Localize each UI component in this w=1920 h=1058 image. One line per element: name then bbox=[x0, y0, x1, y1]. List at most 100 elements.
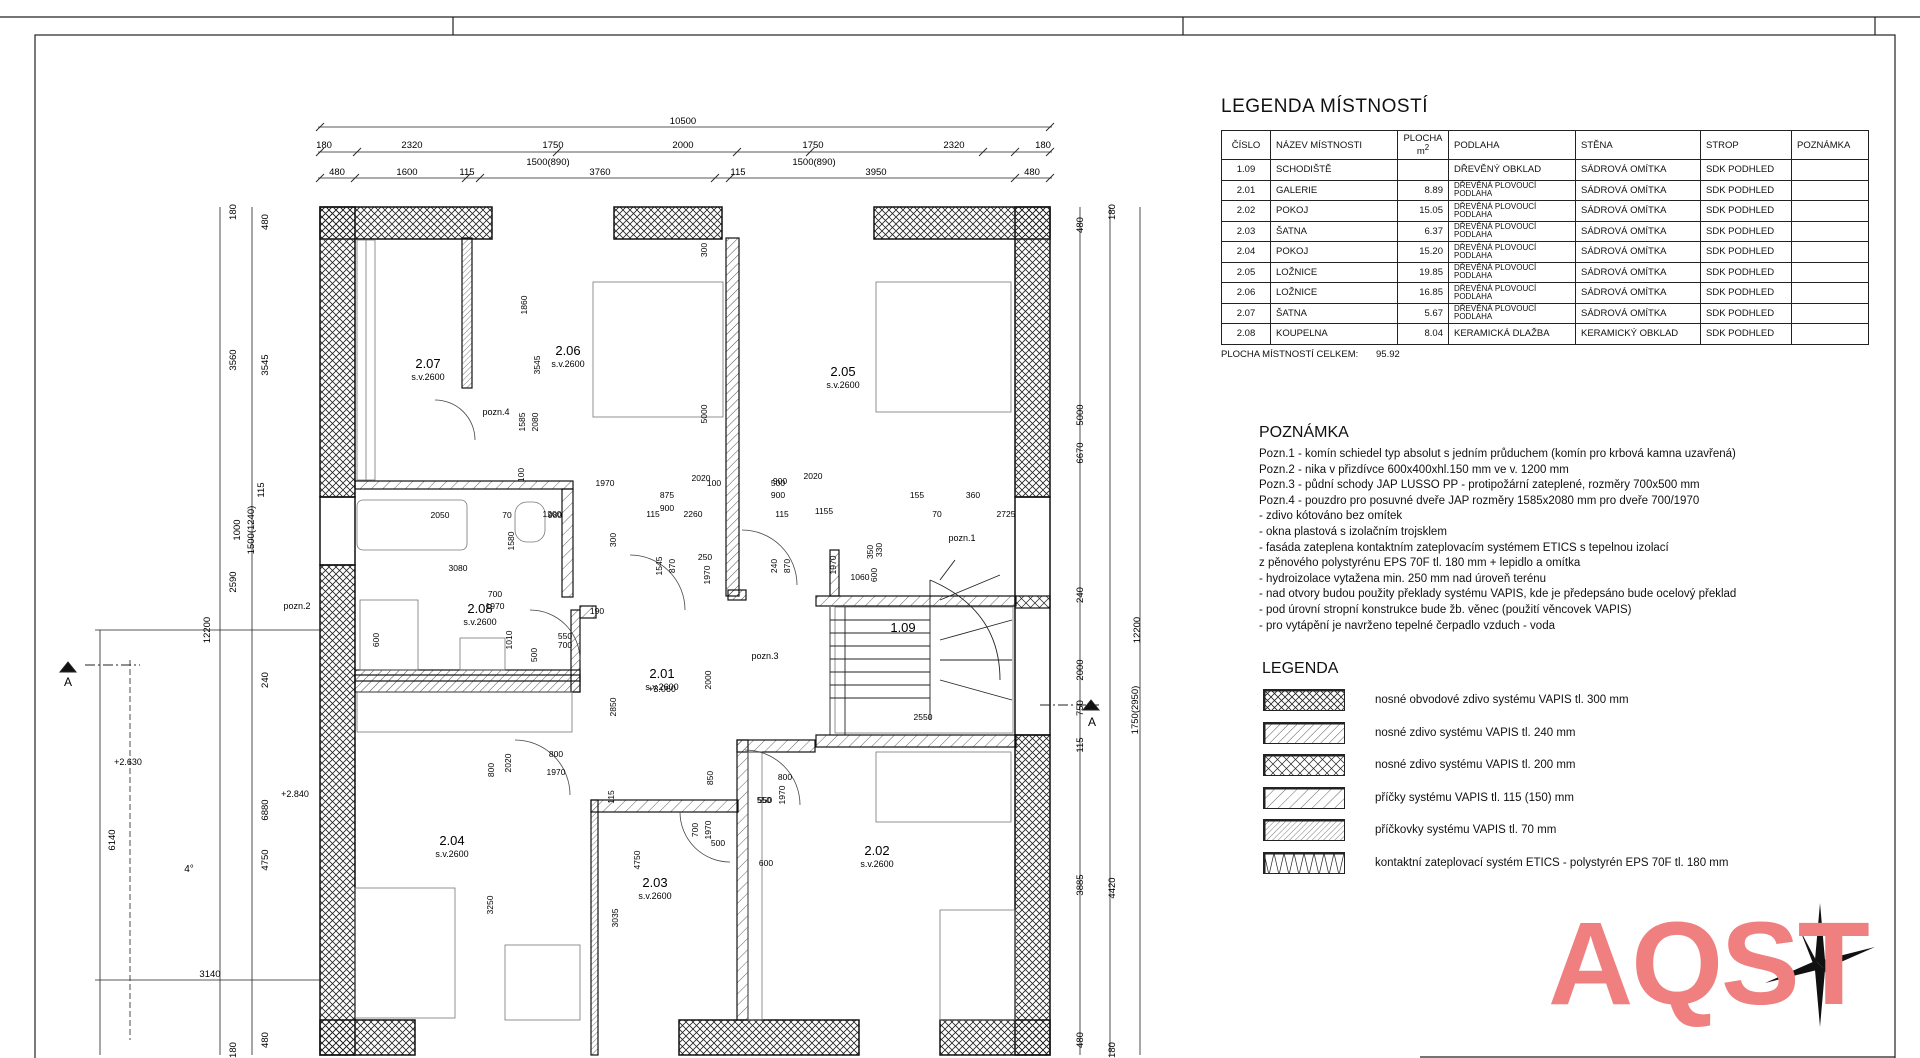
legend-item-label: nosné zdivo systému VAPIS tl. 200 mm bbox=[1375, 759, 1576, 772]
legend-swatch-cross2 bbox=[1263, 754, 1345, 777]
exterior-walls bbox=[319, 206, 1051, 1056]
section-a-left: A bbox=[64, 675, 72, 689]
dimension-lines bbox=[95, 126, 1141, 1055]
dim-inner: 870 bbox=[667, 559, 677, 573]
dim-right: 240 bbox=[1075, 587, 1086, 603]
room-cell-area: 5.67 bbox=[1397, 302, 1449, 324]
room-cell-name: POKOJ bbox=[1270, 200, 1398, 222]
dim-inner: 1970 bbox=[596, 478, 615, 488]
header-area-sup: 2 bbox=[1424, 142, 1430, 152]
legend-item-label: příčky systému VAPIS tl. 115 (150) mm bbox=[1375, 791, 1574, 804]
room-number: 1.09 bbox=[890, 620, 915, 635]
room-cell-num: 2.02 bbox=[1221, 200, 1271, 222]
dim-inner: 2080 bbox=[530, 412, 540, 431]
dim-inner: 550 bbox=[558, 631, 572, 641]
dim-tick bbox=[805, 147, 815, 157]
dim-inner: 240 bbox=[769, 559, 779, 573]
room-cell-area bbox=[1397, 159, 1449, 181]
compass-star-icon bbox=[1765, 903, 1875, 1027]
room-cell-note bbox=[1791, 159, 1869, 181]
dim-right: 3885 bbox=[1075, 874, 1086, 895]
room-cell-name: KOUPELNA bbox=[1270, 323, 1398, 345]
room-cell-num: 2.01 bbox=[1221, 179, 1271, 201]
note-line: - zdivo kótováno bez omítek bbox=[1259, 510, 1403, 523]
dim-tick bbox=[978, 147, 988, 157]
room-cell-note bbox=[1791, 323, 1869, 345]
dim-inner: 800 bbox=[549, 749, 563, 759]
dim-slope: 3140 bbox=[199, 969, 220, 980]
legend-swatch-diag bbox=[1263, 721, 1345, 744]
dim-left: 2590 bbox=[228, 571, 239, 592]
room-cell-floor: DŘEVĚNÁ PLOVOUCÍ PODLAHA bbox=[1448, 282, 1576, 304]
dim-inner: 980 bbox=[548, 510, 562, 520]
legend-swatch-diag3 bbox=[1263, 819, 1345, 842]
dim-right: 180 bbox=[1107, 204, 1118, 220]
dim-inner: 875 bbox=[660, 490, 674, 500]
room-height: s.v.2600 bbox=[411, 372, 444, 382]
material-legend-title: LEGENDA bbox=[1262, 660, 1339, 677]
dim-inner: 500 bbox=[771, 478, 785, 488]
total-area: PLOCHA MÍSTNOSTÍ CELKEM: 95.92 bbox=[1221, 349, 1400, 360]
header-ceiling: STROP bbox=[1700, 130, 1792, 160]
dim-inner: 1580 bbox=[506, 531, 516, 550]
room-cell-wall: SÁDROVÁ OMÍTKA bbox=[1575, 220, 1701, 242]
dim-tick bbox=[350, 173, 360, 183]
room-cell-note bbox=[1791, 200, 1869, 222]
note-line: - pod úrovní stropní konstrukce bude žb.… bbox=[1259, 603, 1632, 616]
dim-inner: 1970 bbox=[828, 555, 838, 574]
dim-inner: 550 bbox=[758, 795, 772, 805]
dim-right: 6670 bbox=[1075, 442, 1086, 463]
note-line: Pozn.1 - komín schiedel typ absolut s je… bbox=[1259, 448, 1736, 460]
dim-inner: 2725 bbox=[997, 509, 1016, 519]
dim-tick bbox=[315, 147, 325, 157]
room-height: s.v.2600 bbox=[435, 849, 468, 859]
room-cell-note bbox=[1791, 261, 1869, 283]
room-cell-name: SCHODIŠTĚ bbox=[1270, 159, 1398, 181]
note-line: Pozn.4 - pouzdro pro posuvné dveře JAP r… bbox=[1259, 494, 1700, 507]
dim-inner: 300 bbox=[608, 533, 618, 547]
dim-inner: 500 bbox=[529, 648, 539, 662]
dim-left: 480 bbox=[260, 214, 271, 230]
room-cell-floor: DŘEVĚNÁ PLOVOUCÍ PODLAHA bbox=[1448, 220, 1576, 242]
room-cell-ceiling: SDK PODHLED bbox=[1700, 179, 1792, 201]
legend-swatch-wave bbox=[1263, 851, 1345, 874]
dim-inner: 550 bbox=[757, 795, 771, 805]
room-height: s.v.2600 bbox=[638, 891, 671, 901]
dim-inner: 1970 bbox=[547, 767, 566, 777]
dim-inner: 1585 bbox=[517, 412, 527, 431]
dim-right: 12200 bbox=[1132, 617, 1143, 643]
room-number: 2.05 bbox=[830, 364, 855, 379]
dim-left: 180 bbox=[228, 204, 239, 220]
room-number: 2.08 bbox=[467, 601, 492, 616]
dim-inner: 500 bbox=[711, 838, 725, 848]
note-line: Pozn.3 - půdní schody JAP LUSSO PP - pro… bbox=[1259, 479, 1700, 492]
dim-right: 4420 bbox=[1107, 877, 1118, 898]
dim-inner: 1970 bbox=[702, 565, 712, 584]
room-cell-wall: KERAMICKÝ OBKLAD bbox=[1575, 323, 1701, 345]
dim-top: 480 bbox=[1024, 167, 1040, 178]
dim-inner: 700 bbox=[488, 589, 502, 599]
total-area-value: 95.92 bbox=[1376, 349, 1400, 360]
dim-inner: 1060 bbox=[851, 572, 870, 582]
door-swings bbox=[434, 399, 801, 863]
room-cell-wall: SÁDROVÁ OMÍTKA bbox=[1575, 241, 1701, 263]
note-tag: pozn.3 bbox=[751, 651, 778, 661]
dim-inner: 250 bbox=[698, 552, 712, 562]
dim-inner: 70 bbox=[502, 510, 512, 520]
dim-inner: 1200 bbox=[543, 509, 562, 519]
dim-inner: 2020 bbox=[692, 473, 711, 483]
dim-top: 1500(890) bbox=[792, 157, 835, 168]
dim-tick bbox=[315, 122, 325, 132]
dim-inner: 900 bbox=[660, 503, 674, 513]
room-cell-wall: SÁDROVÁ OMÍTKA bbox=[1575, 261, 1701, 283]
room-cell-note bbox=[1791, 220, 1869, 242]
dim-inner: 115 bbox=[646, 509, 660, 519]
total-area-label: PLOCHA MÍSTNOSTÍ CELKEM: bbox=[1221, 349, 1359, 360]
notes-title: POZNÁMKA bbox=[1259, 424, 1349, 441]
dimension-ticks bbox=[315, 122, 1055, 183]
